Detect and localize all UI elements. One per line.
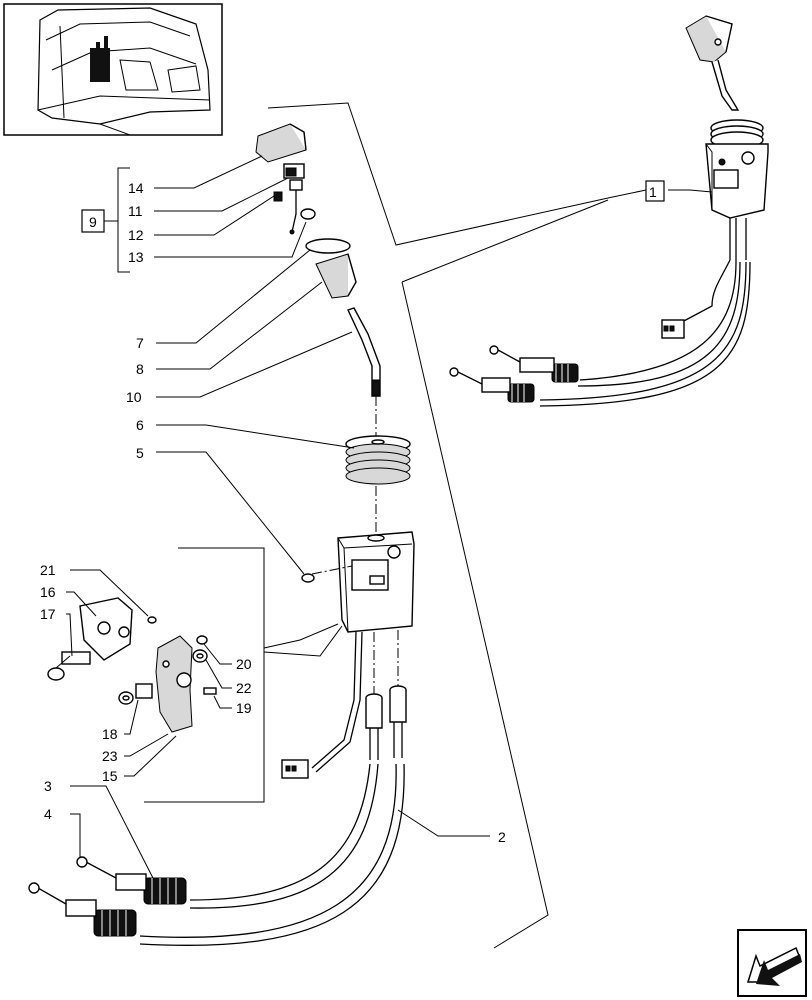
assembled-joystick — [449, 15, 769, 407]
callout-10: 10 — [126, 389, 142, 405]
callout-labels: 1 2 3 4 5 6 7 8 9 10 11 12 13 14 15 16 1… — [40, 180, 665, 845]
callout-23: 23 — [102, 748, 118, 764]
next-page-arrow-icon[interactable] — [737, 929, 807, 997]
callout-4: 4 — [44, 806, 52, 822]
callout-5: 5 — [136, 445, 144, 461]
callout-1: 1 — [649, 184, 657, 200]
callout-18: 18 — [102, 726, 118, 742]
callout-6: 6 — [136, 417, 144, 433]
callout-8: 8 — [136, 361, 144, 377]
callout-19: 19 — [236, 700, 252, 716]
leader-lines — [66, 155, 713, 881]
callout-16: 16 — [40, 584, 56, 600]
callout-2: 2 — [498, 829, 506, 845]
location-thumbnail — [3, 3, 223, 136]
callout-15: 15 — [102, 768, 118, 784]
detail-kit — [47, 547, 265, 803]
callout-12: 12 — [128, 227, 144, 243]
callout-22: 22 — [236, 680, 252, 696]
group-bracket — [81, 167, 130, 273]
callout-7: 7 — [136, 335, 144, 351]
callout-14: 14 — [128, 180, 144, 196]
callout-20: 20 — [236, 656, 252, 672]
callout-3: 3 — [44, 778, 52, 794]
callout-13: 13 — [128, 249, 144, 265]
callout-9: 9 — [89, 214, 97, 230]
callout-11: 11 — [128, 203, 143, 219]
callout-21: 21 — [40, 562, 56, 578]
cab-outline-lines — [267, 102, 609, 949]
exploded-parts — [28, 123, 415, 946]
callout-17: 17 — [40, 606, 56, 622]
